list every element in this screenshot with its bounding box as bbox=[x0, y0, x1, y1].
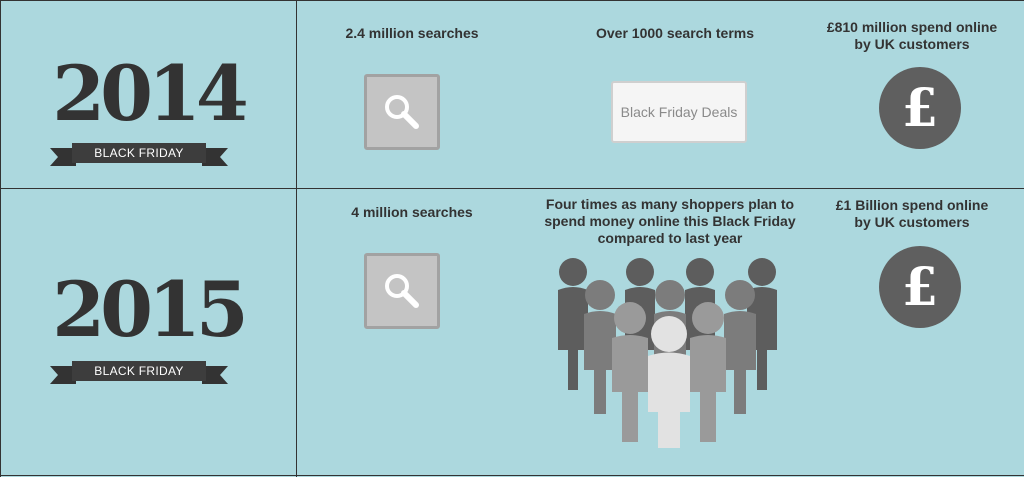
spend-line-1: £1 Billion spend online bbox=[835, 197, 989, 213]
black-friday-ribbon-2014: BLACK FRIDAY bbox=[50, 142, 228, 168]
grid-line-bottom bbox=[0, 475, 1024, 476]
spend-line-1: £810 million spend online bbox=[826, 19, 998, 35]
ribbon-icon bbox=[50, 361, 228, 384]
ribbon-icon bbox=[50, 143, 228, 166]
spend-2015: £1 Billion spend online by UK customers bbox=[800, 197, 1024, 231]
magnifier-icon bbox=[385, 274, 419, 308]
year-2015: 2015 bbox=[52, 265, 249, 354]
shoppers-line-2: spend money online this Black Friday bbox=[544, 213, 796, 229]
grid-line-left bbox=[0, 0, 1, 477]
black-friday-ribbon-2015: BLACK FRIDAY bbox=[50, 360, 228, 386]
searches-2014: 2.4 million searches bbox=[345, 25, 479, 41]
pound-icon-2014: £ bbox=[879, 67, 961, 149]
searches-2015: 4 million searches bbox=[351, 204, 473, 220]
search-icon-box-2015 bbox=[364, 253, 440, 329]
search-box-black-friday-deals: Black Friday Deals bbox=[611, 81, 747, 143]
svg-text:£: £ bbox=[902, 80, 938, 136]
pound-icon: £ bbox=[902, 259, 938, 315]
magnifier-icon bbox=[385, 95, 419, 129]
crowd-icon bbox=[558, 258, 777, 448]
pound-icon: £ bbox=[902, 80, 938, 136]
search-icon-box-2014 bbox=[364, 74, 440, 150]
shoppers-line-1: Four times as many shoppers plan to bbox=[545, 196, 795, 212]
spend-2014: £810 million spend online by UK customer… bbox=[800, 19, 1024, 53]
svg-text:£: £ bbox=[902, 259, 938, 315]
search-terms-2014: Over 1000 search terms bbox=[596, 25, 754, 41]
grid-line-divider bbox=[296, 0, 297, 477]
pound-icon-2015: £ bbox=[879, 246, 961, 328]
spend-line-2: by UK customers bbox=[854, 214, 970, 230]
shoppers-2015: Four times as many shoppers plan to spen… bbox=[525, 196, 815, 247]
year-2014: 2014 bbox=[52, 49, 249, 138]
ribbon-label: BLACK FRIDAY bbox=[94, 364, 184, 378]
grid-line-middle bbox=[0, 188, 1024, 189]
shoppers-line-3: compared to last year bbox=[597, 230, 743, 246]
grid-line-top bbox=[0, 0, 1024, 1]
spend-line-2: by UK customers bbox=[854, 36, 970, 52]
ribbon-label: BLACK FRIDAY bbox=[94, 146, 184, 160]
